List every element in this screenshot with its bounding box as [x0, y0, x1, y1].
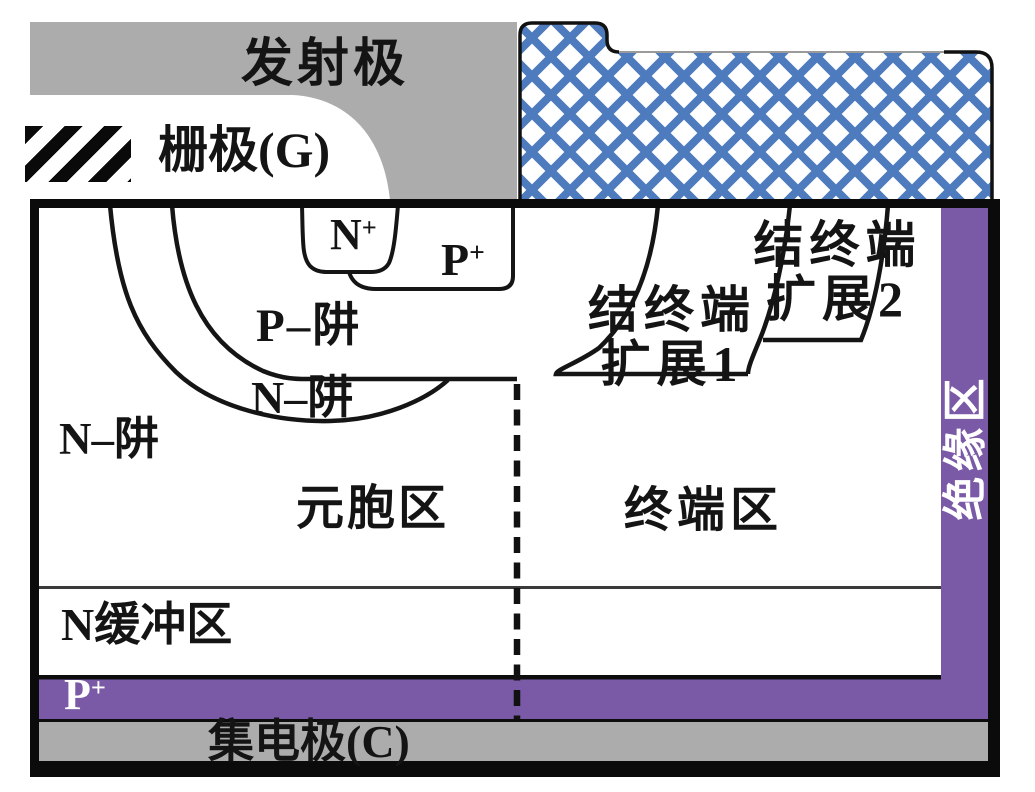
collector-label: 集电极(C): [208, 716, 410, 767]
n-buffer-top-line: [39, 586, 941, 589]
cell-region-label: 元胞区: [296, 482, 450, 535]
jte2-boundary: [763, 204, 891, 343]
emitter-label: 发射极: [240, 36, 409, 93]
n-well-boundary: [107, 204, 450, 424]
collector-top-line: [39, 719, 988, 723]
p-plus-collector-base: P: [64, 670, 91, 719]
collector-metal: [39, 722, 988, 761]
p-plus-base: P: [441, 234, 470, 285]
passivation-outline-left: [518, 21, 620, 200]
p-plus-layer-top-line: [39, 675, 941, 680]
jte2-line2: 扩展2: [766, 271, 909, 327]
n-plus-source-region: [299, 203, 401, 274]
jte1-right-boundary: [745, 204, 793, 375]
jte1-line2: 扩展1: [600, 336, 744, 392]
passivation-outline-right: [944, 50, 994, 200]
device-border-bottom: [30, 761, 1000, 777]
p-plus-collector-sup: +: [90, 671, 106, 702]
p-well-boundary: [169, 204, 517, 382]
insulation-label: 绝缘区: [940, 373, 990, 521]
n-buffer-label: N缓冲区: [61, 599, 233, 650]
jte2-line1: 结终端: [753, 217, 922, 273]
jte1-label: 结终端 扩展1: [563, 283, 781, 391]
termination-region-label: 终端区: [624, 484, 784, 537]
n-well-inner-label: N–阱: [251, 372, 354, 423]
n-plus-sup: +: [361, 211, 377, 242]
p-plus-sup: +: [469, 236, 485, 268]
gate-hatch-icon: [25, 126, 131, 182]
p-well-label: P–阱: [256, 300, 362, 352]
jte1-line1: 结终端: [588, 282, 756, 338]
emitter-metal-shape: [30, 22, 517, 200]
n-drift-label: N–阱: [59, 414, 159, 464]
device-border-right: [988, 199, 1000, 777]
n-plus-label: N+: [330, 210, 377, 259]
device-border-left: [30, 199, 39, 777]
gate-label: 栅极(G): [158, 122, 331, 178]
n-plus-base: N: [330, 210, 362, 259]
p-plus-label: P+: [441, 234, 485, 285]
jte2-label: 结终端 扩展2: [735, 218, 940, 326]
insulation-bar: [941, 208, 988, 679]
device-border-top: [30, 199, 1000, 208]
p-plus-layer: [39, 679, 988, 719]
jte1-boundary: [553, 204, 748, 377]
passivation-hatch-shape: [520, 23, 992, 200]
p-plus-collector-label: P+: [64, 670, 106, 719]
